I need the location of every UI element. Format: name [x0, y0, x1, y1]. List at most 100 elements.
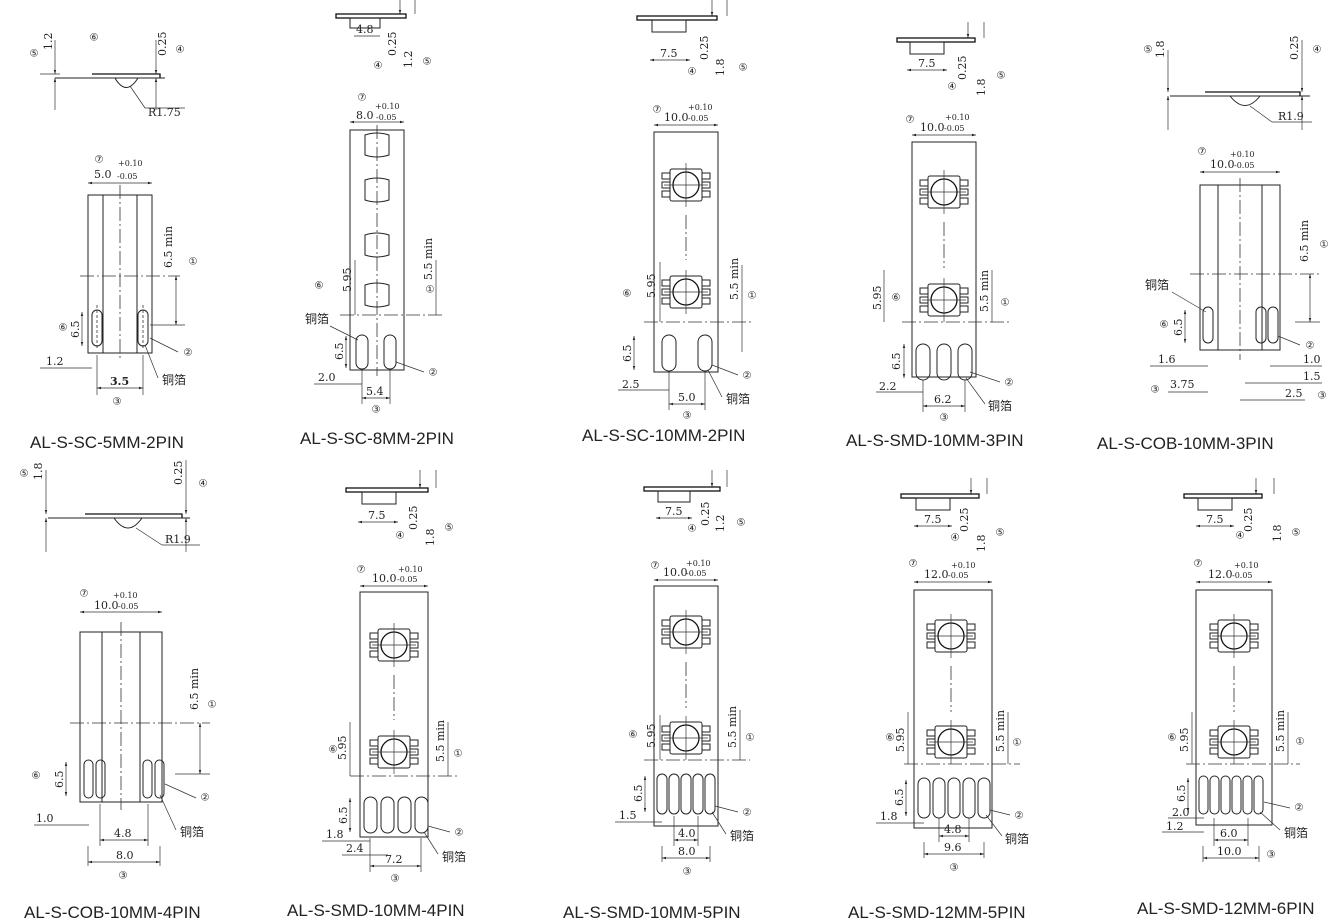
dim-5-0: 5.0: [678, 391, 696, 404]
length-label: 5.5 min: [1274, 710, 1287, 752]
marker-5: ⑤: [997, 71, 1006, 82]
width-label: 12.0: [1208, 568, 1233, 581]
marker-3: ③: [683, 867, 692, 878]
top-view: ⑦ +0.10 10.0 -0.05 5.5 min ① 5.95 ⑥ 6.5 …: [871, 113, 1014, 424]
marker-2: ②: [1015, 811, 1024, 822]
marker-4: ④: [396, 531, 405, 542]
copper-foil-label: 铜箔: [162, 372, 186, 387]
side-view: 4.8 0.25 1.2 ④ ⑤: [335, 0, 432, 72]
tolerance-minus: -0.05: [118, 602, 139, 611]
side-view: 7.5 0.25 1.2 ④ ⑤: [643, 470, 746, 535]
marker-2: ②: [455, 828, 464, 839]
side-view: 7.5 0.25 1.8 ④ ⑤: [345, 470, 454, 546]
foil-thickness-label: 0.25: [172, 461, 185, 486]
thickness-label: 1.8: [975, 79, 988, 97]
side-view: 1.8 ⑤ 0.25 ④ R1.9: [1144, 36, 1322, 130]
copper-foil-label: 铜箔: [730, 828, 754, 843]
pad-length-label: 6.5: [69, 321, 82, 339]
model-title: AL-S-SC-5MM-2PIN: [30, 433, 184, 452]
marker-2: ②: [201, 793, 210, 804]
marker-6: ⑥: [623, 289, 632, 300]
tolerance-plus: +0.10: [686, 559, 711, 568]
thickness-label: 1.8: [714, 59, 727, 77]
marker-5: ⑤: [30, 49, 39, 60]
copper-foil-label: 铜箔: [1005, 831, 1029, 846]
width-label: 10.0: [94, 599, 119, 612]
copper-foil-label: 铜箔: [305, 311, 329, 326]
marker-7: ⑦: [653, 105, 662, 116]
marker-7: ⑦: [1198, 147, 1207, 158]
pad-length-label: 6.5: [333, 343, 346, 361]
cut-pitch-label: 5.95: [341, 268, 354, 293]
side-view: 7.5 0.25 1.8 ④ ⑤: [1183, 478, 1301, 542]
length-label: 5.5 min: [726, 706, 739, 748]
foil-thickness-label: 0.25: [958, 508, 971, 533]
top-view: ⑦ +0.10 10.0 -0.05 5.5 min ① 5.95 ⑥ 6.5 …: [618, 103, 757, 422]
dim-1-0: 1.0: [1303, 353, 1321, 366]
marker-7: ⑦: [95, 155, 104, 166]
marker-4: ④: [951, 533, 960, 544]
marker-6: ⑥: [629, 730, 638, 741]
cut-pitch-label: 5.95: [894, 728, 907, 753]
panel-sc-8mm-2pin: 4.8 0.25 1.2 ④ ⑤ ⑦ +0.10 8.0 -0.05 5.5 m…: [300, 0, 454, 448]
marker-1: ①: [748, 291, 757, 302]
radius-label: R1.9: [165, 533, 191, 546]
marker-7: ⑦: [358, 93, 367, 104]
top-view: ⑦ +0.10 5.0 -0.05 6.5 min ① 6.5 ⑥ ② 铜箔: [40, 155, 198, 408]
marker-4: ④: [1313, 45, 1322, 56]
panel-sc-5mm-2pin: 1.2 ⑤ ⑥ 0.25 ④ R1.75 ⑦ +0.10 5.0 -0.05 6…: [30, 32, 198, 453]
width-label: 10.0: [372, 572, 397, 585]
side-view: 7.5 0.25 1.8 ④ ⑤: [900, 478, 1005, 552]
model-title: AL-S-SMD-12MM-5PIN: [848, 903, 1026, 922]
marker-3: ③: [1267, 850, 1276, 861]
top-view: ⑦ +0.10 10.0 -0.05 6.5 min ① 6.5 ⑥ ② 铜箔: [32, 589, 217, 882]
foil-thickness-label: 0.25: [698, 36, 711, 61]
marker-6: ⑥: [90, 33, 99, 44]
dim-6-2: 6.2: [934, 393, 952, 406]
tolerance-plus: +0.10: [1230, 150, 1255, 159]
dim-1-8: 1.8: [326, 828, 344, 841]
tolerance-plus: +0.10: [113, 591, 138, 600]
marker-2: ②: [1005, 378, 1014, 389]
copper-foil-label: 铜箔: [726, 391, 750, 406]
copper-foil-label: 铜箔: [180, 824, 204, 839]
marker-5: ⑤: [20, 469, 29, 480]
marker-2: ②: [1295, 803, 1304, 814]
width-label: 10.0: [663, 566, 688, 579]
marker-6: ⑥: [1160, 320, 1169, 331]
side-view: 1.2 ⑤ ⑥ 0.25 ④ R1.75: [30, 32, 185, 119]
length-label: 5.5 min: [422, 238, 435, 280]
width-label: 10.0: [1210, 158, 1235, 171]
length-label: 5.5 min: [994, 710, 1007, 752]
marker-1: ①: [1320, 240, 1329, 251]
dim-1-2: 1.2: [46, 355, 64, 368]
model-title: AL-S-SMD-10MM-5PIN: [563, 903, 741, 922]
marker-3: ③: [119, 871, 128, 882]
dim-3-75: 3.75: [1170, 378, 1195, 391]
dim-6-0: 6.0: [1220, 827, 1238, 840]
cut-pitch-label: 5.95: [645, 274, 658, 299]
pad-length-label: 6.5: [53, 771, 66, 789]
tolerance-plus: +0.10: [375, 102, 400, 111]
marker-7: ⑦: [651, 561, 660, 572]
width-label: 10.0: [920, 121, 945, 134]
marker-2: ②: [743, 371, 752, 382]
dim-2-5: 2.5: [622, 378, 640, 391]
pad-length-label: 6.5: [1172, 319, 1185, 337]
marker-5: ⑤: [423, 57, 432, 68]
tolerance-plus: +0.10: [1234, 561, 1259, 570]
panel-smd-10mm-3pin: 7.5 0.25 1.8 ④ ⑤ ⑦ +0.10 10.0 -0.05 5.5 …: [846, 22, 1024, 450]
marker-4: ④: [374, 61, 383, 72]
marker-7: ⑦: [909, 559, 918, 570]
cut-pitch-label: 5.95: [871, 286, 884, 311]
marker-6: ⑥: [329, 745, 338, 756]
dim-5-4: 5.4: [366, 385, 384, 398]
length-label: 6.5 min: [188, 668, 201, 710]
marker-6: ⑥: [1168, 733, 1177, 744]
side-width-label: 7.5: [368, 509, 386, 522]
dim-2-4: 2.4: [346, 842, 364, 855]
tolerance-minus: -0.05: [1232, 571, 1253, 580]
marker-7: ⑦: [906, 115, 915, 126]
marker-3: ③: [391, 874, 400, 885]
